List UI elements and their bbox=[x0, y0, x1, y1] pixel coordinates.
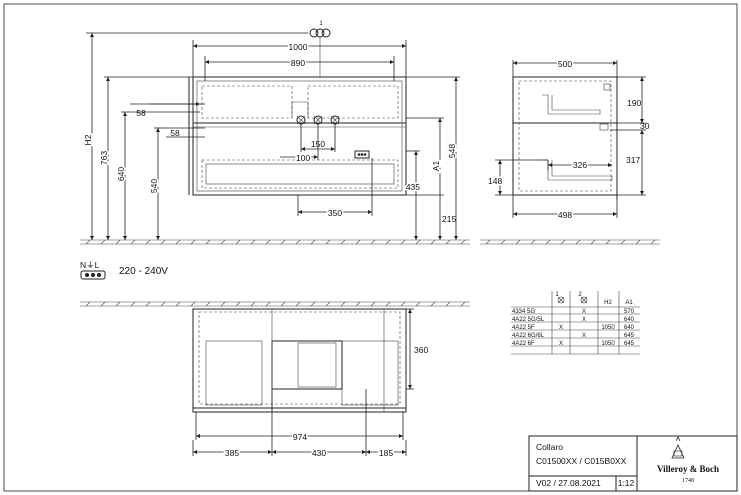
marker-1-label: 1 bbox=[319, 21, 323, 27]
siphon-cutout-plan-inner bbox=[297, 342, 337, 388]
top-drawer-interior-left bbox=[201, 85, 293, 119]
voltage-label: 220 - 240V bbox=[119, 266, 168, 277]
table-cell-r2-c1: X bbox=[559, 325, 563, 331]
table-cell-r1-c0: 4A22 5G/5L bbox=[512, 317, 545, 323]
table-cell-r4-c4: 645 bbox=[624, 341, 635, 347]
electrical-symbol-label: N⏚L bbox=[80, 260, 100, 270]
marker-1-circle-c bbox=[321, 28, 331, 38]
dim-350: 350 bbox=[328, 208, 342, 218]
table-cell-r1-c2: X bbox=[582, 317, 586, 323]
brand-name: Villeroy & Boch bbox=[657, 464, 719, 474]
plan-view: 360 974 385 430 185 bbox=[80, 301, 470, 460]
table-cell-r0-c2: X bbox=[582, 309, 586, 315]
drawing-frame bbox=[3, 3, 738, 492]
dim-430: 430 bbox=[312, 448, 326, 458]
dim-height-190: 190 bbox=[627, 98, 641, 108]
title-product-codes: C01500XX / C015B0XX bbox=[536, 456, 627, 466]
title-scale: 1:12 bbox=[618, 478, 635, 488]
dim-depth-500: 500 bbox=[558, 59, 572, 69]
dim-185: 185 bbox=[379, 448, 393, 458]
brand-logo: Villeroy & Boch 1748 bbox=[657, 436, 719, 484]
table-cell-r4-c1: X bbox=[559, 341, 563, 347]
dim-58-bottom: 58 bbox=[170, 128, 180, 138]
dim-h2-label: H2 bbox=[83, 134, 93, 145]
wall-line-plan bbox=[80, 301, 470, 307]
table-header-2: 2 bbox=[578, 292, 582, 298]
wall-hatch-plan bbox=[85, 301, 466, 307]
title-version-date: V02 / 27.08.2021 bbox=[536, 478, 601, 488]
table-cell-r2-c3: 1050 bbox=[601, 325, 615, 331]
table-cell-r0-c4: 570 bbox=[624, 309, 635, 315]
dim-385: 385 bbox=[225, 448, 239, 458]
table-cell-r3-c4: 645 bbox=[624, 333, 635, 339]
electrical-socket-icon bbox=[354, 150, 370, 159]
top-drawer-interior-right bbox=[307, 85, 399, 119]
side-view: 500 498 190 30 317 326 148 bbox=[480, 58, 660, 245]
cabinet-plan-outline bbox=[192, 308, 407, 413]
dim-height-540: 540 bbox=[149, 179, 159, 193]
marker-1-circle-a bbox=[309, 28, 319, 38]
dim-width-1000: 1000 bbox=[289, 42, 308, 52]
dim-width-974: 974 bbox=[293, 432, 307, 442]
dim-height-317: 317 bbox=[626, 155, 640, 165]
dim-height-548: 548 bbox=[447, 144, 457, 158]
table-cell-r1-c4: 640 bbox=[624, 317, 635, 323]
cabinet-front-inner bbox=[196, 80, 403, 192]
side-bracket-top bbox=[603, 83, 611, 91]
table-header-siphon-icon-1 bbox=[557, 296, 565, 304]
floor-hatch-front bbox=[85, 239, 466, 245]
dim-height-215: 215 bbox=[442, 214, 456, 224]
table-cell-r3-c2: X bbox=[582, 333, 586, 339]
cabinet-plan-inner bbox=[198, 311, 401, 405]
side-back-panel bbox=[518, 80, 612, 192]
dim-30: 30 bbox=[640, 121, 650, 131]
title-block-frame bbox=[528, 435, 738, 492]
table-cell-r4-c0: 4A22 6F bbox=[512, 341, 535, 347]
dim-height-640: 640 bbox=[116, 167, 126, 181]
title-block: Collaro C01500XX / C015B0XX V02 / 27.08.… bbox=[528, 435, 738, 492]
bottom-drawer-interior bbox=[201, 159, 399, 189]
table-header-h2: H2 bbox=[604, 300, 612, 306]
dim-a1-label: A1 bbox=[431, 161, 441, 172]
table-cell-r2-c0: 4A22 5F bbox=[512, 325, 535, 331]
drawer-right-plan bbox=[341, 340, 399, 406]
dim-height-763: 763 bbox=[99, 151, 109, 165]
side-top-drawer-profile bbox=[542, 94, 601, 115]
front-view: 1 1000 890 H2 763 640 58 58 540 bbox=[80, 21, 470, 245]
title-product-name: Collaro bbox=[536, 442, 563, 452]
table-cell-r4-c3: 1050 bbox=[601, 341, 615, 347]
top-drawer-siphon-cutout bbox=[291, 101, 309, 118]
drawer-left-plan bbox=[205, 340, 263, 406]
floor-line-side bbox=[480, 239, 660, 245]
table-cell-r0-c0: 4334 5G bbox=[512, 309, 535, 315]
siphon-cutout-plan bbox=[271, 340, 343, 390]
table-header-siphon-icon-2 bbox=[580, 296, 588, 304]
dim-326: 326 bbox=[573, 160, 587, 170]
floor-line-front bbox=[80, 239, 470, 245]
table-cell-r3-c0: 4A22 6G/6L bbox=[512, 333, 545, 339]
dim-depth-360: 360 bbox=[414, 345, 428, 355]
electrical-spec: N⏚L 220 - 240V bbox=[80, 260, 168, 280]
dim-width-890: 890 bbox=[291, 58, 305, 68]
table-header-1: 1 bbox=[555, 292, 559, 298]
dim-100: 100 bbox=[296, 153, 310, 163]
variant-table: 1 2 H2 A1 4334 5G X 570 4A22 5G/5L X 640… bbox=[511, 291, 640, 355]
cabinet-side-outline bbox=[512, 76, 618, 196]
dim-depth-498: 498 bbox=[558, 210, 572, 220]
table-header-a1: A1 bbox=[625, 300, 633, 306]
cabinet-front-outline bbox=[192, 76, 407, 196]
dim-58-top: 58 bbox=[136, 108, 146, 118]
table-cell-r2-c4: 640 bbox=[624, 325, 635, 331]
dim-height-435: 435 bbox=[406, 182, 420, 192]
siphon-cross-marks bbox=[296, 115, 340, 125]
bottom-drawer-tray bbox=[205, 163, 395, 185]
side-bracket-mid bbox=[599, 123, 609, 131]
brand-since: 1748 bbox=[682, 478, 694, 484]
dim-height-148: 148 bbox=[488, 176, 502, 186]
socket-symbol-icon bbox=[80, 270, 106, 280]
floor-hatch-side bbox=[485, 239, 656, 245]
